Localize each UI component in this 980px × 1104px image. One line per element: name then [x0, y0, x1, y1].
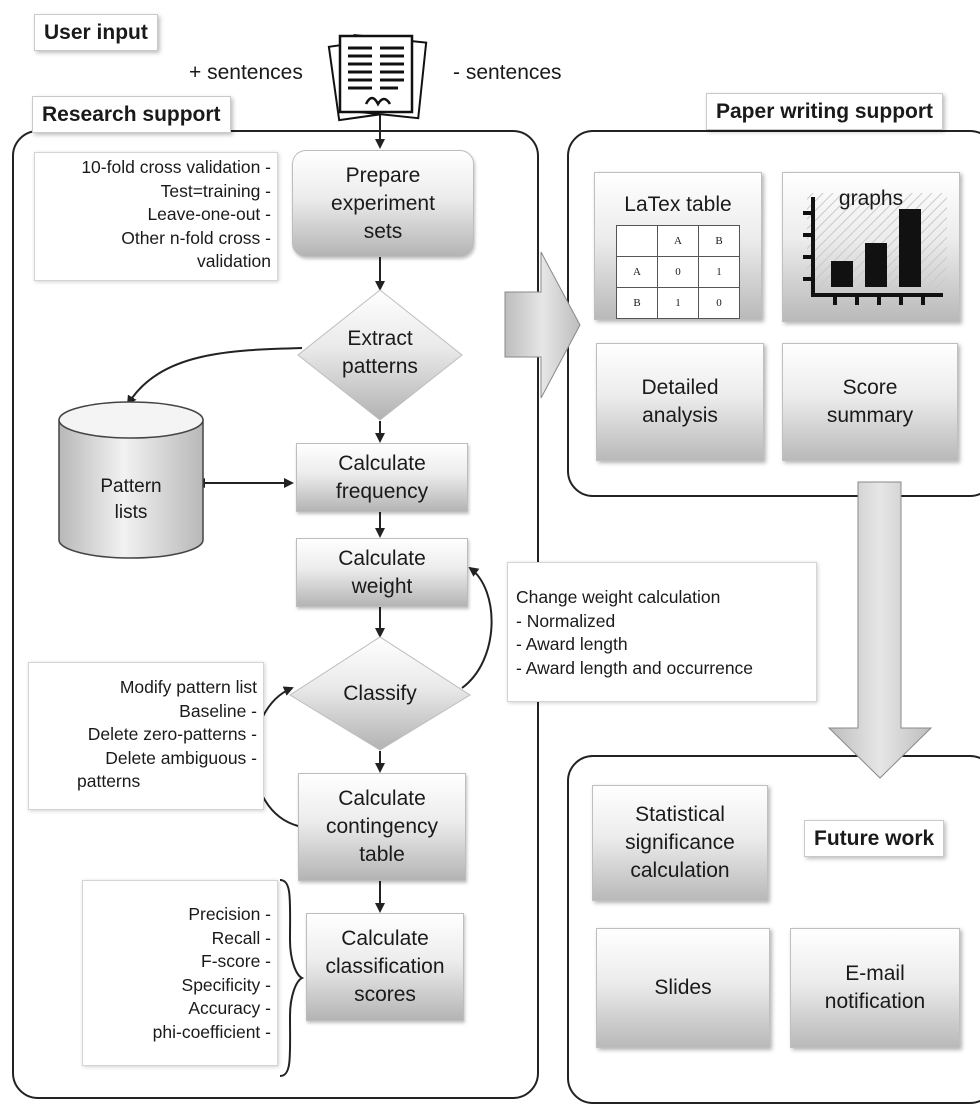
validation-option: Test=training - — [160, 180, 271, 201]
validation-option: 10-fold cross validation - — [81, 157, 271, 177]
arrow-classify-loop-weight — [461, 566, 493, 689]
step-label: Prepare — [345, 163, 421, 187]
validation-option: validation — [197, 251, 271, 271]
pattern-list-option: Baseline - — [179, 700, 257, 721]
latex-table-preview: A B A 0 1 B 1 0 — [616, 225, 740, 319]
latex-cell — [616, 225, 658, 257]
step-label: Calculate — [338, 451, 426, 475]
paper-writing-title: Paper writing support — [706, 93, 944, 130]
bar-chart-icon — [803, 193, 947, 305]
score-option: Accuracy - — [188, 998, 271, 1018]
tile-label: analysis — [642, 404, 718, 427]
extract-patterns-label: Extract patterns — [318, 318, 442, 388]
calculate-frequency-box: Calculate frequency — [296, 443, 468, 512]
user-input-tag: User input — [34, 14, 158, 51]
calculate-weight-box: Calculate weight — [296, 538, 468, 607]
latex-cell: 0 — [657, 256, 699, 288]
tile-label: Slides — [654, 976, 712, 999]
tile-label: significance — [625, 831, 735, 854]
future-work-title: Future work — [804, 820, 945, 857]
score-brace — [279, 879, 305, 1077]
validation-option: Leave-one-out - — [147, 204, 271, 224]
score-option: Specificity - — [181, 974, 271, 995]
classify-diamond — [289, 636, 471, 751]
pattern-lists-cylinder — [58, 401, 204, 559]
pattern-list-options-note: Modify pattern list Baseline - Delete ze… — [28, 662, 264, 810]
score-options-note: Precision - Recall - F-score - Specifici… — [82, 880, 278, 1066]
score-option: Recall - — [211, 927, 271, 948]
weight-option: - Normalized — [516, 610, 616, 631]
extract-diamond — [297, 289, 463, 421]
minus-sentences-label: - sentences — [453, 61, 562, 84]
weight-option: - Award length — [516, 634, 628, 654]
step-label: weight — [351, 574, 413, 598]
score-summary-tile: Score summary — [782, 343, 958, 461]
tile-label: Score — [842, 376, 898, 399]
plus-sentences-label: + sentences — [189, 61, 303, 84]
score-option: F-score - — [201, 951, 271, 971]
calculate-classification-scores-box: Calculate classification scores — [306, 913, 464, 1021]
weight-options-note: Change weight calculation - Normalized -… — [507, 562, 817, 702]
slides-tile: Slides — [596, 928, 770, 1048]
step-label: sets — [363, 219, 403, 243]
weight-option: - Award length and occurrence — [516, 657, 754, 678]
step-label: Extract — [347, 327, 413, 350]
step-label: frequency — [335, 479, 429, 503]
store-label: Pattern — [100, 476, 162, 497]
score-option: phi-coefficient - — [152, 1021, 271, 1042]
step-label: patterns — [342, 355, 418, 378]
pattern-list-option: Delete zero-patterns - — [87, 724, 257, 744]
latex-cell: B — [698, 225, 740, 257]
step-label: table — [359, 843, 405, 866]
tile-label: notification — [824, 990, 926, 1013]
pattern-list-option: Modify pattern list — [119, 677, 257, 697]
latex-table-tile: LaTex table A B A 0 1 B 1 0 — [594, 172, 762, 320]
score-option: Precision - — [188, 904, 271, 924]
step-label: Calculate — [338, 546, 426, 570]
research-support-title: Research support — [32, 96, 231, 133]
tile-label: E-mail — [845, 962, 905, 985]
tile-label: summary — [826, 404, 914, 427]
step-label: contingency — [325, 815, 439, 838]
step-label: Calculate — [341, 927, 429, 950]
big-arrow-down — [827, 481, 933, 779]
latex-table-title: LaTex table — [624, 193, 732, 216]
big-arrow-right — [504, 251, 581, 399]
step-label: Calculate — [338, 787, 426, 810]
step-label: Classify — [343, 682, 417, 705]
latex-cell: 0 — [698, 287, 740, 319]
pattern-lists-label: Pattern lists — [59, 474, 203, 526]
graphs-title: graphs — [838, 187, 904, 210]
latex-cell: A — [657, 225, 699, 257]
prepare-experiment-sets-box: Prepare experiment sets — [292, 150, 474, 257]
email-notification-tile: E-mail notification — [790, 928, 960, 1048]
step-label: experiment — [331, 191, 435, 215]
latex-cell: 1 — [657, 287, 699, 319]
pattern-list-option: Delete ambiguous - — [105, 747, 257, 768]
validation-options-note: 10-fold cross validation - Test=training… — [34, 152, 278, 281]
store-label: lists — [114, 502, 148, 523]
document-stack-icon — [327, 33, 428, 122]
calculate-contingency-table-box: Calculate contingency table — [298, 773, 466, 881]
detailed-analysis-tile: Detailed analysis — [596, 343, 764, 461]
pattern-list-option: patterns — [77, 771, 141, 791]
tile-label: Detailed — [641, 376, 719, 399]
step-label: scores — [354, 983, 416, 1006]
validation-option: Other n-fold cross - — [121, 227, 271, 248]
weight-option: Change weight calculation — [516, 587, 721, 607]
step-label: classification — [325, 955, 445, 978]
latex-cell: A — [616, 256, 658, 288]
statistical-significance-tile: Statistical significance calculation — [592, 785, 768, 901]
graphs-tile: graphs — [782, 172, 960, 322]
latex-cell: 1 — [698, 256, 740, 288]
latex-cell: B — [616, 287, 658, 319]
tile-label: Statistical — [635, 803, 725, 826]
arrow-extract-to-store — [126, 347, 303, 406]
tile-label: calculation — [630, 859, 730, 882]
classify-label: Classify — [318, 676, 442, 712]
